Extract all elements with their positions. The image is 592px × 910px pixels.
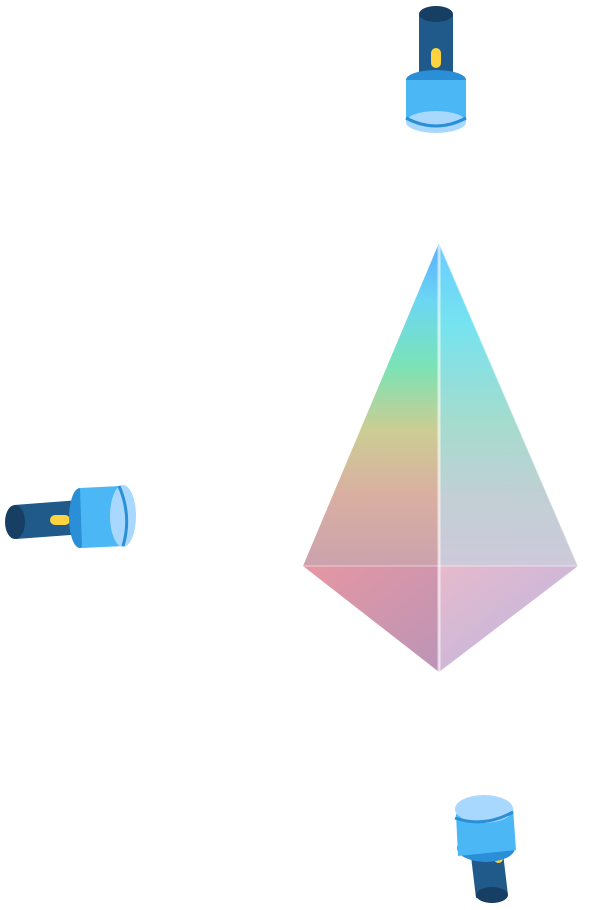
prism-bottom-left-face <box>303 566 439 672</box>
prism-left-face <box>303 243 439 566</box>
flashlight-icon <box>5 485 136 548</box>
prism-right-edge <box>438 242 579 567</box>
pyramid-prism-icon <box>303 242 579 672</box>
flashlight-icon <box>405 6 467 133</box>
prism-bottom-right-face <box>439 566 578 672</box>
flashlight-icon <box>454 795 516 903</box>
